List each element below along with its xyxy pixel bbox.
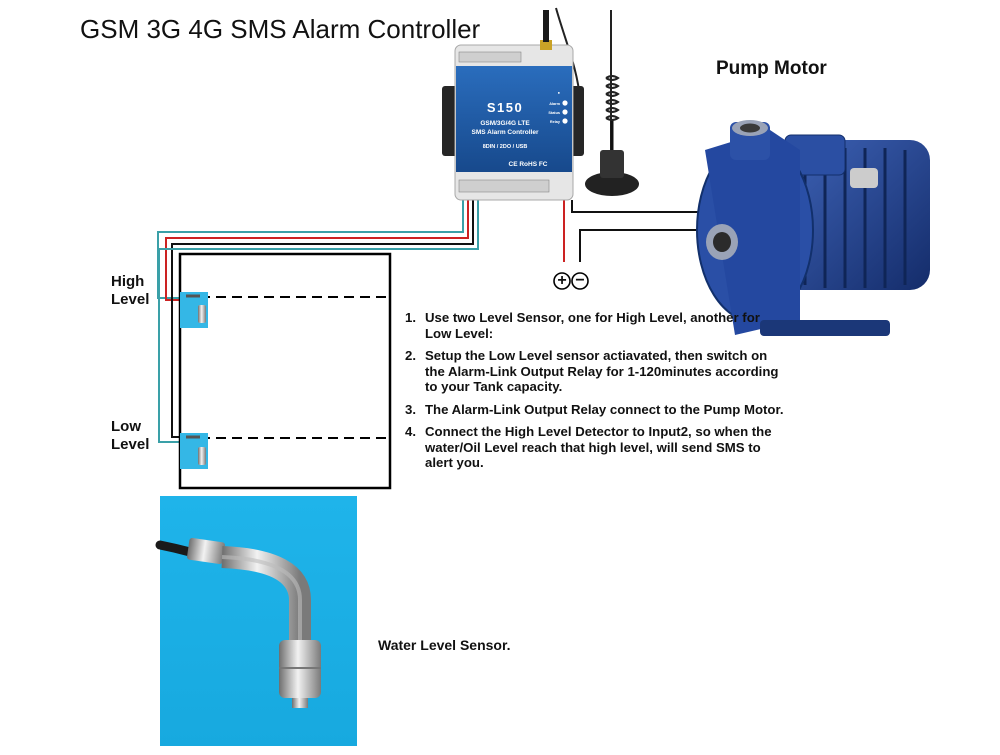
high-level-label-line2: Level	[111, 291, 150, 308]
instruction-number: 2.	[405, 348, 416, 363]
water-level-sensor-caption: Water Level Sensor.	[378, 637, 511, 653]
high-level-label-line1: High	[111, 273, 145, 290]
instruction-item: 4. Connect the High Level Detector to In…	[405, 424, 785, 471]
high-level-sensor	[180, 292, 208, 328]
instruction-text: Use two Level Sensor, one for High Level…	[425, 310, 760, 341]
svg-text:●: ●	[558, 90, 561, 95]
tank	[178, 252, 392, 490]
low-level-label-line2: Level	[111, 436, 150, 453]
device-cert: CE RoHS FC	[509, 161, 548, 168]
minus-terminal-label: −	[575, 272, 585, 289]
power-terminals	[553, 272, 589, 290]
high-level-label: High Level	[111, 273, 149, 309]
antenna	[585, 75, 639, 196]
pump-motor	[696, 120, 930, 336]
sms-alarm-controller: ● S150 GSM/3G/4G LTE SMS Alarm Controlle…	[442, 10, 584, 201]
instructions-list: 1. Use two Level Sensor, one for High Le…	[405, 310, 785, 478]
instruction-text: Setup the Low Level sensor actiavated, t…	[425, 348, 779, 394]
page-title: GSM 3G 4G SMS Alarm Controller	[80, 14, 481, 44]
low-level-label: Low Level	[111, 418, 149, 454]
instruction-text: The Alarm-Link Output Relay connect to t…	[425, 401, 784, 417]
sensor-wires	[157, 200, 479, 443]
device-status-status: Status	[548, 111, 560, 115]
relay-wires	[563, 200, 720, 262]
low-level-sensor	[180, 433, 208, 469]
pump-motor-label: Pump Motor	[716, 58, 827, 79]
plus-terminal-label: +	[557, 272, 567, 289]
instruction-number: 3.	[405, 401, 416, 417]
instruction-number: 4.	[405, 424, 416, 439]
device-line3: 8DIN / 2DO / USB	[483, 144, 528, 150]
instruction-text: Connect the High Level Detector to Input…	[425, 424, 772, 470]
device-model: S150	[487, 100, 523, 115]
device-line1: GSM/3G/4G LTE	[480, 120, 530, 127]
low-level-label-line1: Low	[111, 418, 141, 435]
device-status-relay: Relay	[550, 120, 561, 124]
device-line2: SMS Alarm Controller	[472, 129, 539, 136]
instruction-number: 1.	[405, 310, 416, 325]
instruction-item: 2. Setup the Low Level sensor actiavated…	[405, 348, 785, 395]
instruction-item: 1. Use two Level Sensor, one for High Le…	[405, 310, 785, 341]
instruction-item: 3. The Alarm-Link Output Relay connect t…	[405, 402, 785, 418]
water-level-sensor-photo	[155, 496, 357, 746]
device-status-alarm: Alarm	[549, 102, 560, 106]
